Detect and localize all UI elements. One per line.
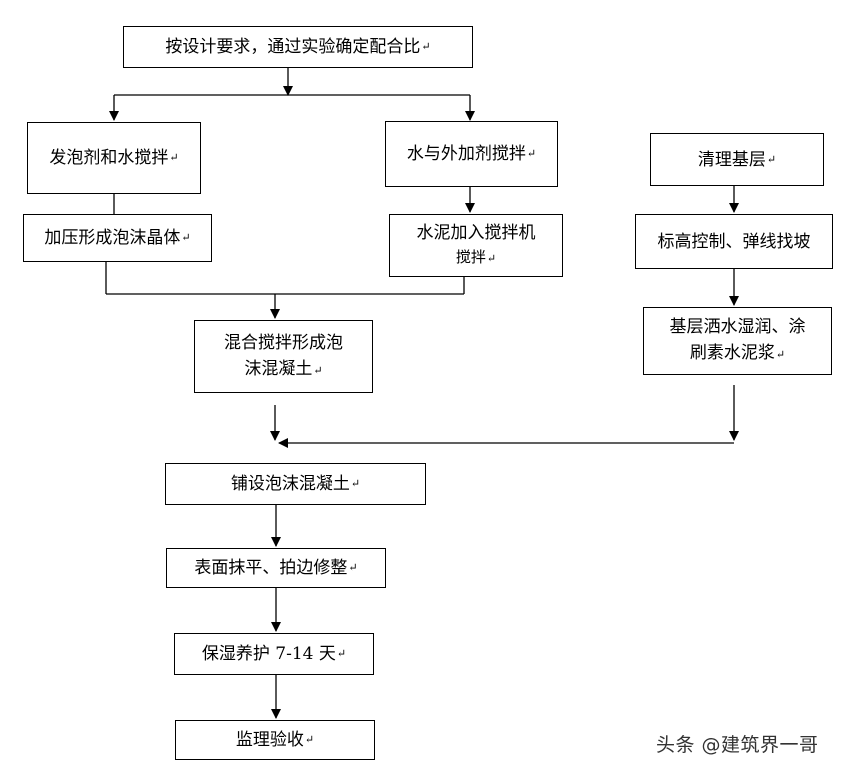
step-pressurize-foam-label: 加压形成泡沫晶体 [44,228,181,248]
step-cement-into-mixer-line2: 搅拌 [455,247,486,266]
step-supervision-label: 监理验收 [235,730,304,750]
paragraph-mark: ↵ [526,147,537,160]
paragraph-mark: ↵ [181,231,191,244]
step-wet-base-line1: 基层洒水湿润、涂 [669,317,806,337]
step-design-ratio: 按设计要求，通过实验确定配合比↵ [123,26,473,68]
step-clean-base-label: 清理基层 [697,149,766,170]
step-wet-base: 基层洒水湿润、涂 刷素水泥浆↵ [643,307,832,375]
paragraph-mark: ↵ [304,733,315,746]
paragraph-mark: ↵ [313,363,323,377]
step-foam-water-mix-label: 发泡剂和水搅拌 [49,148,169,168]
step-cement-into-mixer-line1: 水泥加入搅拌机 [416,222,536,243]
step-mix-foam-concrete-line2: 沫混凝土 [244,358,313,379]
step-wet-base-line2: 刷素水泥浆 [689,343,775,363]
step-cement-into-mixer: 水泥加入搅拌机 搅拌↵ [389,214,563,277]
step-surface-finish: 表面抹平、拍边修整↵ [166,548,386,588]
paragraph-mark: ↵ [348,561,358,574]
step-curing-label: 保湿养护 7-14 天 [201,644,336,664]
step-surface-finish-label: 表面抹平、拍边修整 [194,558,348,578]
step-elevation-control-label: 标高控制、弹线找坡 [657,231,811,252]
step-mix-foam-concrete-line1: 混合搅拌形成泡 [224,332,343,353]
paragraph-mark: ↵ [775,348,786,361]
step-lay-foam-concrete-label: 铺设泡沫混凝土 [230,474,350,494]
step-clean-base: 清理基层↵ [650,133,824,186]
paragraph-mark: ↵ [486,251,497,265]
paragraph-mark: ↵ [766,152,777,166]
watermark: 头条 @建筑界一哥 [656,734,819,756]
step-lay-foam-concrete: 铺设泡沫混凝土↵ [165,463,426,505]
step-supervision: 监理验收↵ [175,720,375,760]
step-water-additive-mix-label: 水与外加剂搅拌 [406,144,526,164]
paragraph-mark: ↵ [169,151,179,164]
paragraph-mark: ↵ [336,647,347,660]
step-foam-water-mix: 发泡剂和水搅拌↵ [27,122,201,194]
step-pressurize-foam: 加压形成泡沫晶体↵ [23,214,212,262]
step-elevation-control: 标高控制、弹线找坡 [635,214,833,269]
step-water-additive-mix: 水与外加剂搅拌↵ [385,121,558,187]
paragraph-mark: ↵ [421,40,431,53]
step-mix-foam-concrete: 混合搅拌形成泡 沫混凝土↵ [194,320,373,393]
step-curing: 保湿养护 7-14 天↵ [174,633,374,675]
paragraph-mark: ↵ [350,477,361,490]
step-design-ratio-label: 按设计要求，通过实验确定配合比 [165,37,421,57]
